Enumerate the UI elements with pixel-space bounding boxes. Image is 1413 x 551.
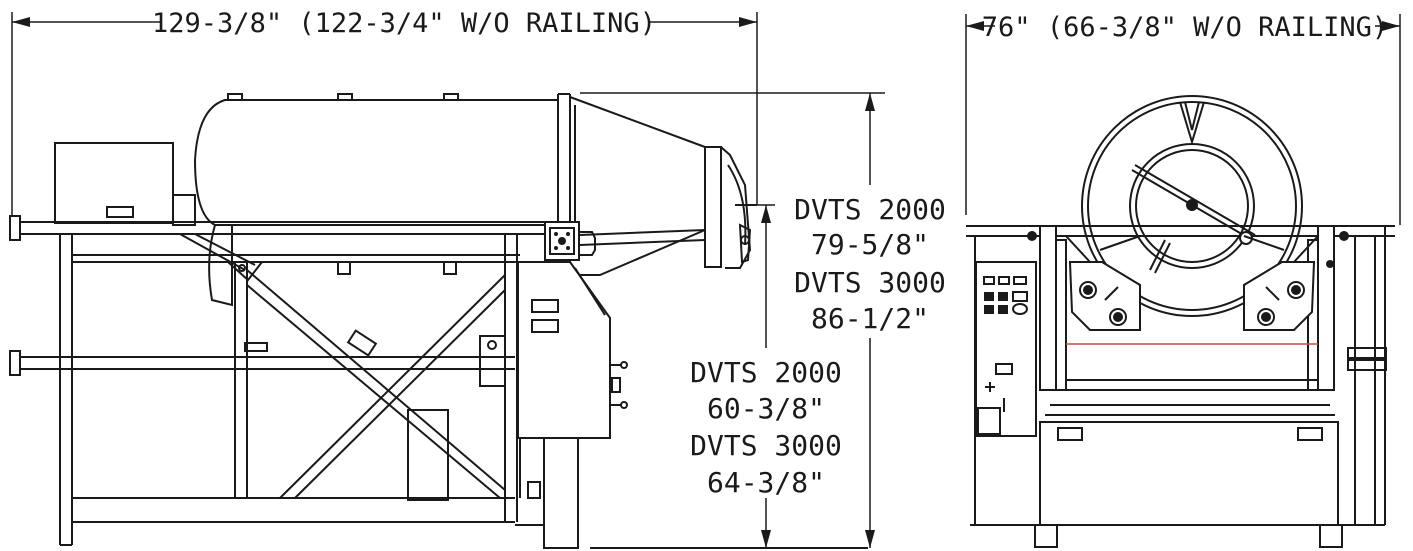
control-button-icon	[998, 305, 1008, 314]
discharge-height-line2: 60-3/8"	[707, 392, 825, 425]
discharge-height-line3: DVTS 3000	[690, 429, 842, 462]
arrow-down-icon	[761, 530, 771, 548]
side-length-label: 129-3/8" (122-3/4" W/O RAILING)	[152, 8, 656, 39]
arrow-left-icon	[12, 17, 30, 27]
side-control-cabinet	[515, 221, 868, 549]
control-button-icon	[984, 305, 994, 314]
hydraulic-cylinder	[346, 329, 378, 357]
overall-height-dimension: DVTS 2000 79-5/8" DVTS 3000 86-1/2"	[580, 92, 946, 548]
motor-coupling	[172, 194, 196, 226]
overall-height-line3: DVTS 3000	[794, 266, 946, 299]
front-frame	[966, 225, 1395, 548]
overall-height-line4: 86-1/2"	[811, 302, 929, 335]
drum-door	[704, 146, 722, 268]
arrow-up-icon	[865, 93, 875, 111]
control-panel-box	[975, 261, 1037, 437]
left-roller-bracket	[1068, 261, 1141, 331]
discharge-height-line4: 64-3/8"	[707, 466, 825, 499]
arrow-right-icon	[1382, 21, 1400, 31]
side-view: 129-3/8" (122-3/4" W/O RAILING)	[9, 8, 946, 549]
railing-end-cap-upper	[9, 215, 21, 241]
control-button-icon	[984, 292, 994, 301]
motor-box	[54, 142, 174, 224]
overall-height-line1: DVTS 2000	[794, 193, 946, 226]
front-drum	[1065, 95, 1319, 331]
discharge-height-line1: DVTS 2000	[690, 356, 842, 389]
overall-height-line2: 79-5/8"	[811, 228, 929, 261]
control-cabinet-body	[517, 261, 611, 439]
arrow-up-icon	[761, 205, 771, 223]
discharge-height-dimension: DVTS 2000 60-3/8" DVTS 3000 64-3/8"	[690, 204, 842, 548]
right-roller-bracket	[1243, 261, 1316, 331]
front-view: 76" (66-3/8" W/O RAILING)	[965, 12, 1401, 548]
front-control-panel	[975, 261, 1037, 437]
front-width-dimension: 76" (66-3/8" W/O RAILING)	[965, 12, 1401, 225]
front-base-box	[1039, 421, 1339, 526]
arrow-down-icon	[865, 530, 875, 548]
side-length-dimension: 129-3/8" (122-3/4" W/O RAILING)	[11, 8, 758, 230]
motor-label-plate	[106, 206, 134, 218]
arrow-right-icon	[739, 17, 757, 27]
front-width-label: 76" (66-3/8" W/O RAILING)	[982, 12, 1388, 43]
railing-end-cap-lower	[9, 350, 21, 376]
tumbler-drum	[193, 93, 757, 307]
control-button-icon	[998, 292, 1008, 301]
arrow-left-icon	[966, 21, 984, 31]
side-frame	[9, 215, 550, 546]
